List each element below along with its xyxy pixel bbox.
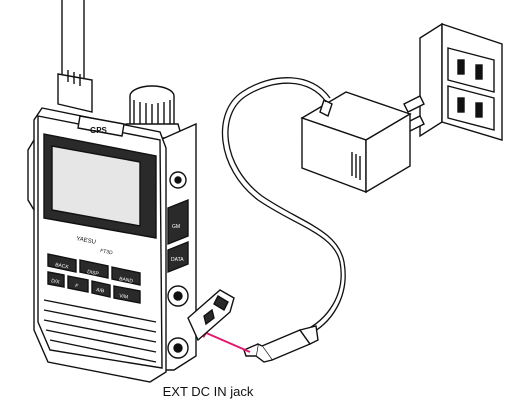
jack-cover-flap	[187, 289, 235, 342]
key-band	[111, 266, 141, 286]
flap-tab	[213, 295, 229, 311]
adapter-cable-boot	[319, 99, 333, 117]
antenna-ridges	[67, 70, 81, 86]
outlet-socket-upper	[447, 47, 495, 93]
outlet-slot	[457, 59, 465, 75]
side-jack-mid-hole	[173, 291, 183, 301]
outlet-socket-lower	[447, 85, 495, 131]
outlet-slot	[475, 64, 483, 80]
key-back	[47, 253, 77, 273]
speaker-grille	[43, 299, 157, 363]
gps-badge-label: GPS	[90, 126, 108, 135]
grille-line	[45, 329, 157, 353]
dc-cable-wire-outline	[221, 77, 342, 333]
side-label-data: DATA	[171, 257, 184, 263]
arrow-shaft	[203, 331, 251, 353]
key-vm	[113, 285, 141, 304]
grille-line	[49, 339, 157, 363]
key-f	[67, 275, 89, 293]
antenna-rod	[61, 0, 85, 85]
key-label-vm: V/M	[119, 293, 129, 301]
radio-body-inner	[37, 115, 163, 369]
key-dx	[47, 271, 65, 288]
ext-dc-in-jack-hole	[173, 343, 183, 353]
adapter-prong	[403, 95, 425, 113]
adapter-side	[365, 112, 411, 194]
dc-plug-tip	[243, 343, 259, 357]
key-label-f: F	[75, 283, 79, 289]
grille-line	[43, 319, 157, 343]
key-label-disp: DISP	[87, 269, 100, 277]
side-controls: GM DATA	[167, 171, 189, 359]
key-ab	[91, 280, 111, 298]
key-label-back: BACK	[55, 262, 70, 271]
handheld-radio: GPS YAESU FT3D BACK DISP BAND D/X	[27, 0, 235, 383]
brand-label: YAESU	[76, 236, 97, 246]
model-label: FT3D	[100, 248, 114, 256]
dc-cable	[221, 77, 346, 337]
key-label-ab: A/B	[96, 287, 106, 295]
ac-adapter	[300, 91, 425, 194]
side-ridge	[27, 139, 35, 211]
dc-plug-strain	[298, 325, 319, 345]
grille-line	[43, 309, 157, 333]
side-jack-top-hole	[174, 176, 182, 184]
jack-caption: EXT DC IN jack	[162, 384, 254, 399]
outlet-plate-side	[419, 22, 443, 138]
grille-line	[43, 299, 157, 323]
flap-tab	[203, 308, 215, 326]
side-button-data	[167, 240, 189, 274]
side-label-gm: GM	[172, 224, 180, 230]
keypad	[47, 253, 141, 304]
antenna-base	[57, 73, 93, 113]
gps-badge	[77, 115, 125, 137]
key-label-dx: D/X	[51, 278, 61, 286]
dc-plug	[243, 325, 319, 363]
display-screen	[51, 145, 141, 227]
outlet-slot	[475, 102, 483, 118]
dc-cable-wire	[227, 82, 346, 337]
antenna	[57, 0, 93, 113]
outlet-slot	[457, 97, 465, 113]
key-disp	[79, 259, 109, 279]
key-label-band: BAND	[119, 276, 134, 285]
side-button-gm	[167, 198, 189, 246]
keypad-labels: BACK DISP BAND D/X V/M A/B F	[51, 262, 134, 301]
wall-outlet	[419, 22, 503, 141]
knob-grip	[133, 100, 171, 130]
